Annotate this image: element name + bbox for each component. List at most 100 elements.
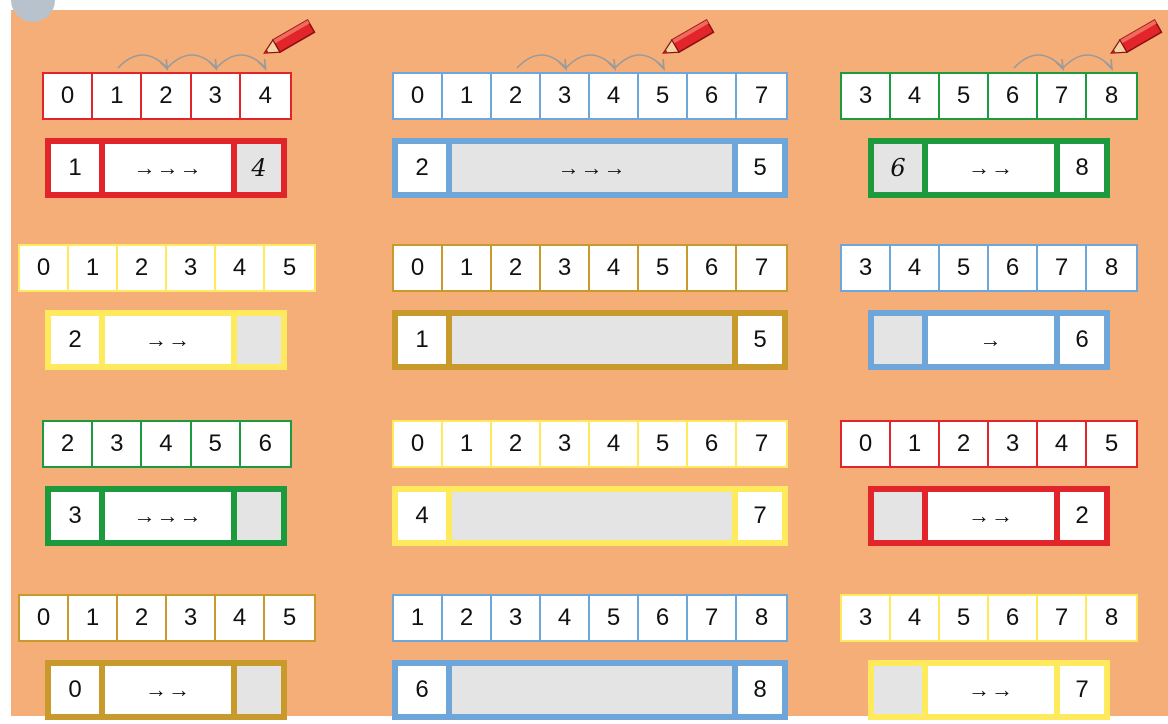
number-line-cell: 7 <box>737 422 786 466</box>
number-line-cell: 1 <box>69 246 118 290</box>
start-box: 6 <box>874 144 922 192</box>
number-line-cell: 2 <box>492 422 541 466</box>
jump-arrow <box>118 55 167 68</box>
number-line-cell: 2 <box>118 246 167 290</box>
number-line-cell: 6 <box>639 596 688 640</box>
number-line-cell: 3 <box>989 422 1038 466</box>
number-line-cell: 7 <box>1038 596 1087 640</box>
number-line-cell: 3 <box>492 596 541 640</box>
number-line-cell: 6 <box>241 422 290 466</box>
arrow-box: →→ <box>105 316 231 364</box>
calc-machine: 0→→ <box>45 660 287 720</box>
number-line-cell: 8 <box>1087 596 1136 640</box>
number-line-cell: 1 <box>394 596 443 640</box>
number-line-cell: 4 <box>216 596 265 640</box>
number-line-cell: 4 <box>891 74 940 118</box>
number-line-cell: 0 <box>842 422 891 466</box>
start-box: 2 <box>51 316 99 364</box>
end-box: 7 <box>738 492 782 540</box>
number-line-cell: 1 <box>891 422 940 466</box>
arrow-box[interactable] <box>452 666 732 714</box>
calc-machine: →→2 <box>868 486 1110 546</box>
start-box[interactable] <box>874 492 922 540</box>
jump-arrow <box>1014 55 1063 68</box>
arrow-box[interactable] <box>452 492 732 540</box>
number-line-cell: 6 <box>989 596 1038 640</box>
number-line-cell: 0 <box>20 246 69 290</box>
number-line-cell: 5 <box>590 596 639 640</box>
number-line-cell: 0 <box>394 246 443 290</box>
start-box[interactable] <box>874 316 922 364</box>
calc-machine: 3→→→ <box>45 486 287 546</box>
number-line-cell: 0 <box>394 74 443 118</box>
number-line-cell: 3 <box>93 422 142 466</box>
number-line-cell: 8 <box>737 596 786 640</box>
number-line-cell: 2 <box>443 596 492 640</box>
number-line-cell: 4 <box>142 422 191 466</box>
number-line-cell: 4 <box>590 422 639 466</box>
calc-machine: →6 <box>868 310 1110 370</box>
calc-machine: 1→→→4 <box>45 138 287 198</box>
number-line-cell: 3 <box>842 74 891 118</box>
number-line-cell: 2 <box>492 246 541 290</box>
start-box: 2 <box>398 144 446 192</box>
red-pencil-icon <box>257 18 321 62</box>
number-line-cell: 5 <box>639 246 688 290</box>
number-line-cell: 2 <box>44 422 93 466</box>
number-line-cell: 5 <box>940 74 989 118</box>
number-line-cell: 5 <box>639 422 688 466</box>
arrow-box: →→→ <box>105 144 231 192</box>
end-box: 4 <box>237 144 281 192</box>
number-line-cell: 3 <box>541 422 590 466</box>
number-line-cell: 7 <box>737 246 786 290</box>
number-line: 01234567 <box>392 420 788 468</box>
number-line: 012345 <box>18 594 316 642</box>
start-box[interactable] <box>874 666 922 714</box>
arrow-box: →→ <box>928 492 1054 540</box>
number-line-cell: 7 <box>688 596 737 640</box>
number-line-cell: 1 <box>443 422 492 466</box>
start-box: 1 <box>398 316 446 364</box>
arrow-box: →→ <box>105 666 231 714</box>
number-line-cell: 5 <box>192 422 241 466</box>
arrow-box[interactable] <box>452 316 732 364</box>
red-pencil-icon <box>656 18 720 62</box>
end-box: 7 <box>1060 666 1104 714</box>
start-box: 0 <box>51 666 99 714</box>
page-corner-icon <box>11 0 57 24</box>
number-line-cell: 3 <box>541 246 590 290</box>
end-box[interactable] <box>237 492 281 540</box>
number-line-cell: 6 <box>688 422 737 466</box>
number-line-cell: 8 <box>1087 246 1136 290</box>
number-line-cell: 3 <box>842 596 891 640</box>
number-line-cell: 3 <box>842 246 891 290</box>
number-line-cell: 6 <box>688 246 737 290</box>
number-line-cell: 5 <box>265 596 314 640</box>
number-line-cell: 4 <box>1038 422 1087 466</box>
start-box: 1 <box>51 144 99 192</box>
start-box: 6 <box>398 666 446 714</box>
number-line-cell: 5 <box>940 596 989 640</box>
end-box[interactable] <box>237 316 281 364</box>
arrow-box: →→→ <box>452 144 732 192</box>
start-box: 4 <box>398 492 446 540</box>
arrow-box: →→ <box>928 666 1054 714</box>
calc-machine: 2→→ <box>45 310 287 370</box>
number-line-cell: 5 <box>265 246 314 290</box>
end-box: 8 <box>738 666 782 714</box>
end-box: 2 <box>1060 492 1104 540</box>
arrow-box: →→ <box>928 144 1054 192</box>
start-box: 3 <box>51 492 99 540</box>
end-box: 8 <box>1060 144 1104 192</box>
number-line-cell: 4 <box>541 596 590 640</box>
jump-arrow <box>167 55 216 68</box>
number-line-cell: 7 <box>1038 246 1087 290</box>
calc-machine: 2→→→5 <box>392 138 788 198</box>
number-line-cell: 4 <box>891 246 940 290</box>
end-box[interactable] <box>237 666 281 714</box>
